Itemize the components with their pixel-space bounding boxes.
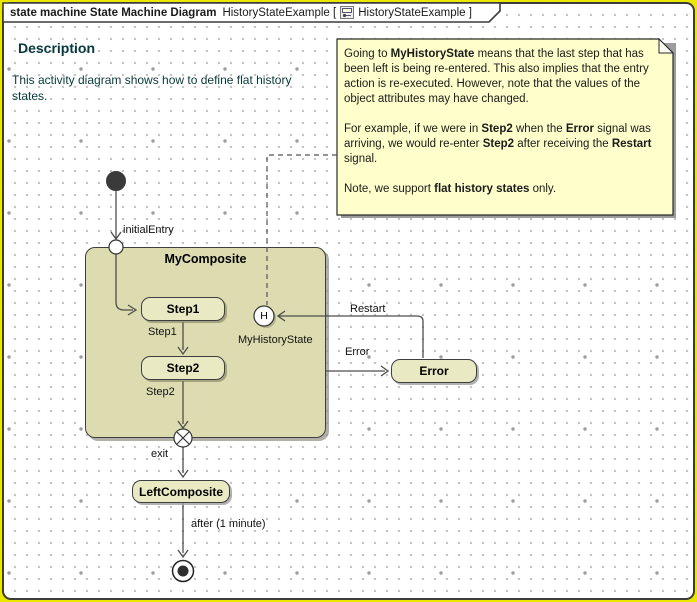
note-text[interactable]: Going to MyHistoryState means that the l… bbox=[337, 39, 673, 215]
diagram-header[interactable]: state machine State Machine Diagram Hist… bbox=[10, 6, 472, 19]
state-machine-diagram-icon bbox=[340, 6, 355, 19]
label-step2-transition[interactable]: Step2 bbox=[146, 386, 175, 398]
description-title: Description bbox=[18, 40, 96, 56]
label-restart-transition[interactable]: Restart bbox=[350, 303, 386, 315]
diagram-name-label: HistoryStateExample [ bbox=[222, 6, 337, 19]
description-body: This activity diagram shows how to defin… bbox=[12, 73, 292, 103]
label-exit-transition[interactable]: exit bbox=[151, 448, 169, 460]
state-leftcomposite[interactable]: LeftComposite bbox=[132, 480, 230, 503]
note-paragraph: Note, we support flat history states onl… bbox=[344, 183, 557, 195]
history-symbol: H bbox=[260, 310, 268, 322]
state-step1[interactable]: Step1 bbox=[141, 297, 225, 321]
note-paragraph: Going to MyHistoryState means that the l… bbox=[344, 48, 649, 105]
state-error[interactable]: Error bbox=[391, 359, 477, 383]
label-error-transition[interactable]: Error bbox=[345, 346, 370, 358]
label-initialentry[interactable]: initialEntry bbox=[123, 224, 174, 236]
frame-ref-label: HistoryStateExample ] bbox=[358, 6, 472, 19]
state-step2[interactable]: Step2 bbox=[141, 356, 225, 380]
label-myhistorystate[interactable]: MyHistoryState bbox=[238, 334, 313, 346]
label-step1-transition[interactable]: Step1 bbox=[148, 326, 177, 338]
label-after-transition[interactable]: after (1 minute) bbox=[191, 518, 266, 530]
note-paragraph: For example, if we were in Step2 when th… bbox=[344, 123, 652, 165]
state-mycomposite-title: MyComposite bbox=[164, 252, 247, 266]
diagram-kind-label: state machine State Machine Diagram bbox=[10, 6, 217, 19]
